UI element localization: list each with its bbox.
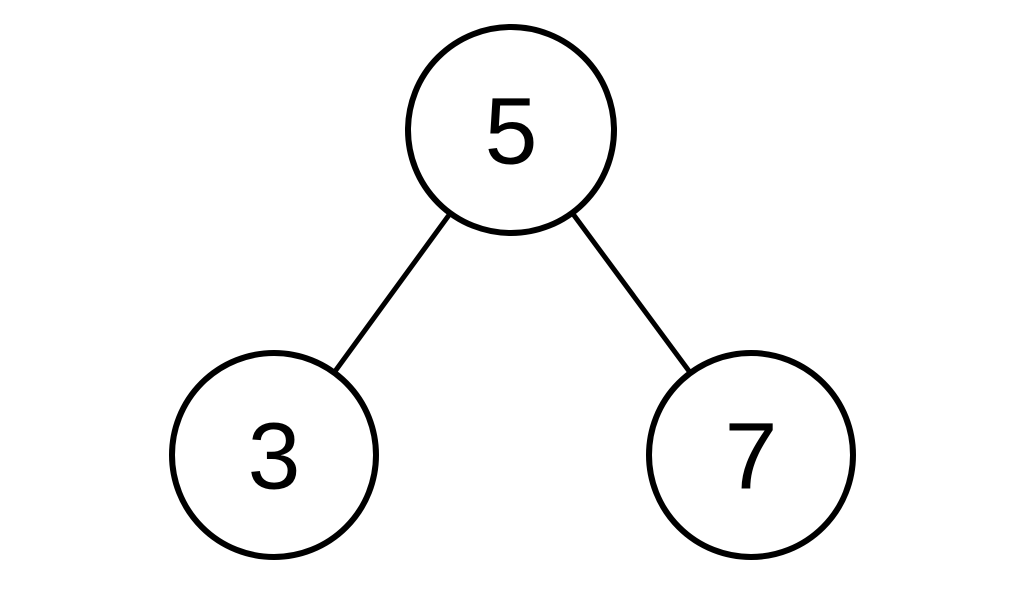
node-label: 7 [725, 403, 778, 509]
node-circle [169, 350, 379, 560]
node-label: 5 [485, 78, 538, 184]
tree-node-root: 5 [405, 24, 617, 236]
node-label: 3 [248, 403, 301, 509]
node-circle [646, 350, 856, 560]
tree-node-left-child: 3 [169, 350, 379, 560]
node-circle [405, 24, 617, 236]
tree-node-right-child: 7 [646, 350, 856, 560]
